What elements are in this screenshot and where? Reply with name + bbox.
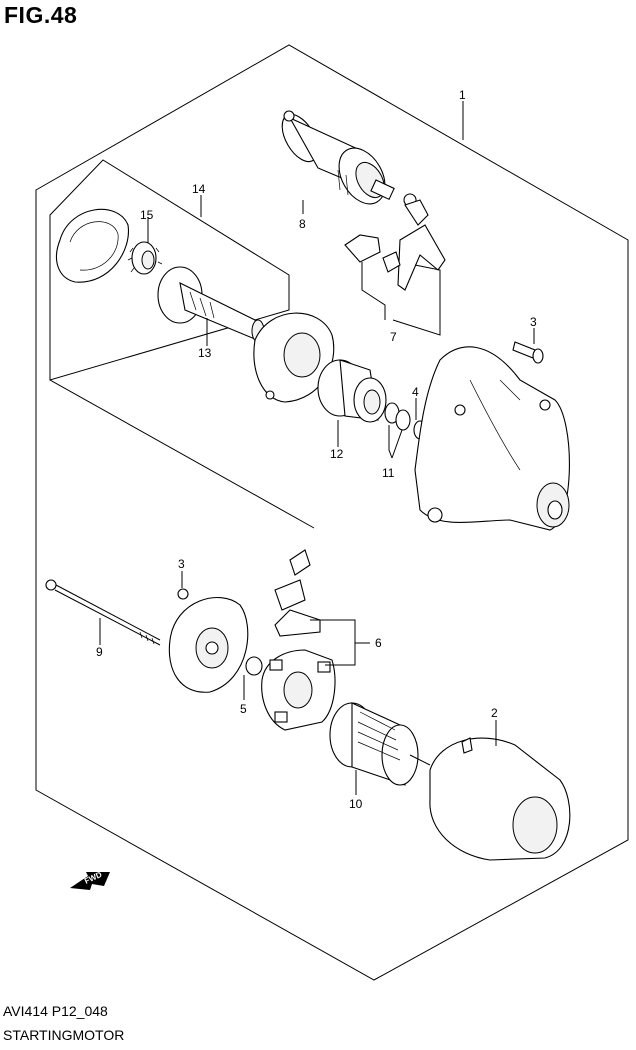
gear-housing-part: [253, 312, 335, 403]
callout-3-upper: 3: [530, 315, 537, 329]
callout-5: 5: [240, 702, 247, 716]
output-shaft-part: [157, 266, 265, 343]
solenoid-part: [281, 110, 395, 205]
armature-part: [329, 702, 431, 786]
callout-13: 13: [198, 346, 212, 360]
callout-9: 9: [96, 645, 103, 659]
front-bracket-part: [414, 346, 570, 531]
bolt-upper-part: [512, 341, 544, 364]
callout-4: 4: [412, 385, 419, 399]
callout-2: 2: [491, 706, 498, 720]
group-14-frame-outline: [49, 159, 290, 381]
callout-1: 1: [459, 88, 466, 102]
callout-14: 14: [192, 182, 206, 196]
brush-holder-part: [261, 649, 336, 731]
callout-12: 12: [330, 447, 344, 461]
retaining-rings-part: [384, 402, 411, 431]
assembly-frame-outline: [35, 44, 629, 981]
figure-code: AVI414 P12_048: [3, 1003, 108, 1019]
figure-title: FIG.48: [4, 2, 78, 28]
yoke-part: [429, 737, 571, 861]
rear-cover-part: [168, 596, 249, 693]
callout-3-lower: 3: [178, 557, 185, 571]
callout-6: 6: [375, 636, 382, 650]
callout-11: 11: [382, 466, 395, 480]
washer-part: [245, 656, 263, 676]
callout-15: 15: [140, 208, 154, 222]
bolt-lower-part: [177, 588, 189, 600]
figure-name: STARTINGMOTOR: [3, 1027, 125, 1043]
callout-leaders: [99, 101, 535, 795]
callout-7: 7: [390, 330, 397, 344]
callout-8: 8: [299, 217, 306, 231]
fwd-arrow-icon: [70, 872, 110, 890]
pinion-clutch-part: [317, 359, 387, 423]
brush-part: [274, 549, 321, 637]
front-cover-part: [56, 208, 130, 283]
through-bolt-part: [45, 579, 161, 646]
idler-gear-part: [127, 241, 163, 275]
callout-10: 10: [349, 797, 363, 811]
group-14-frame-lower: [49, 379, 315, 529]
shift-lever-part: [344, 193, 446, 291]
